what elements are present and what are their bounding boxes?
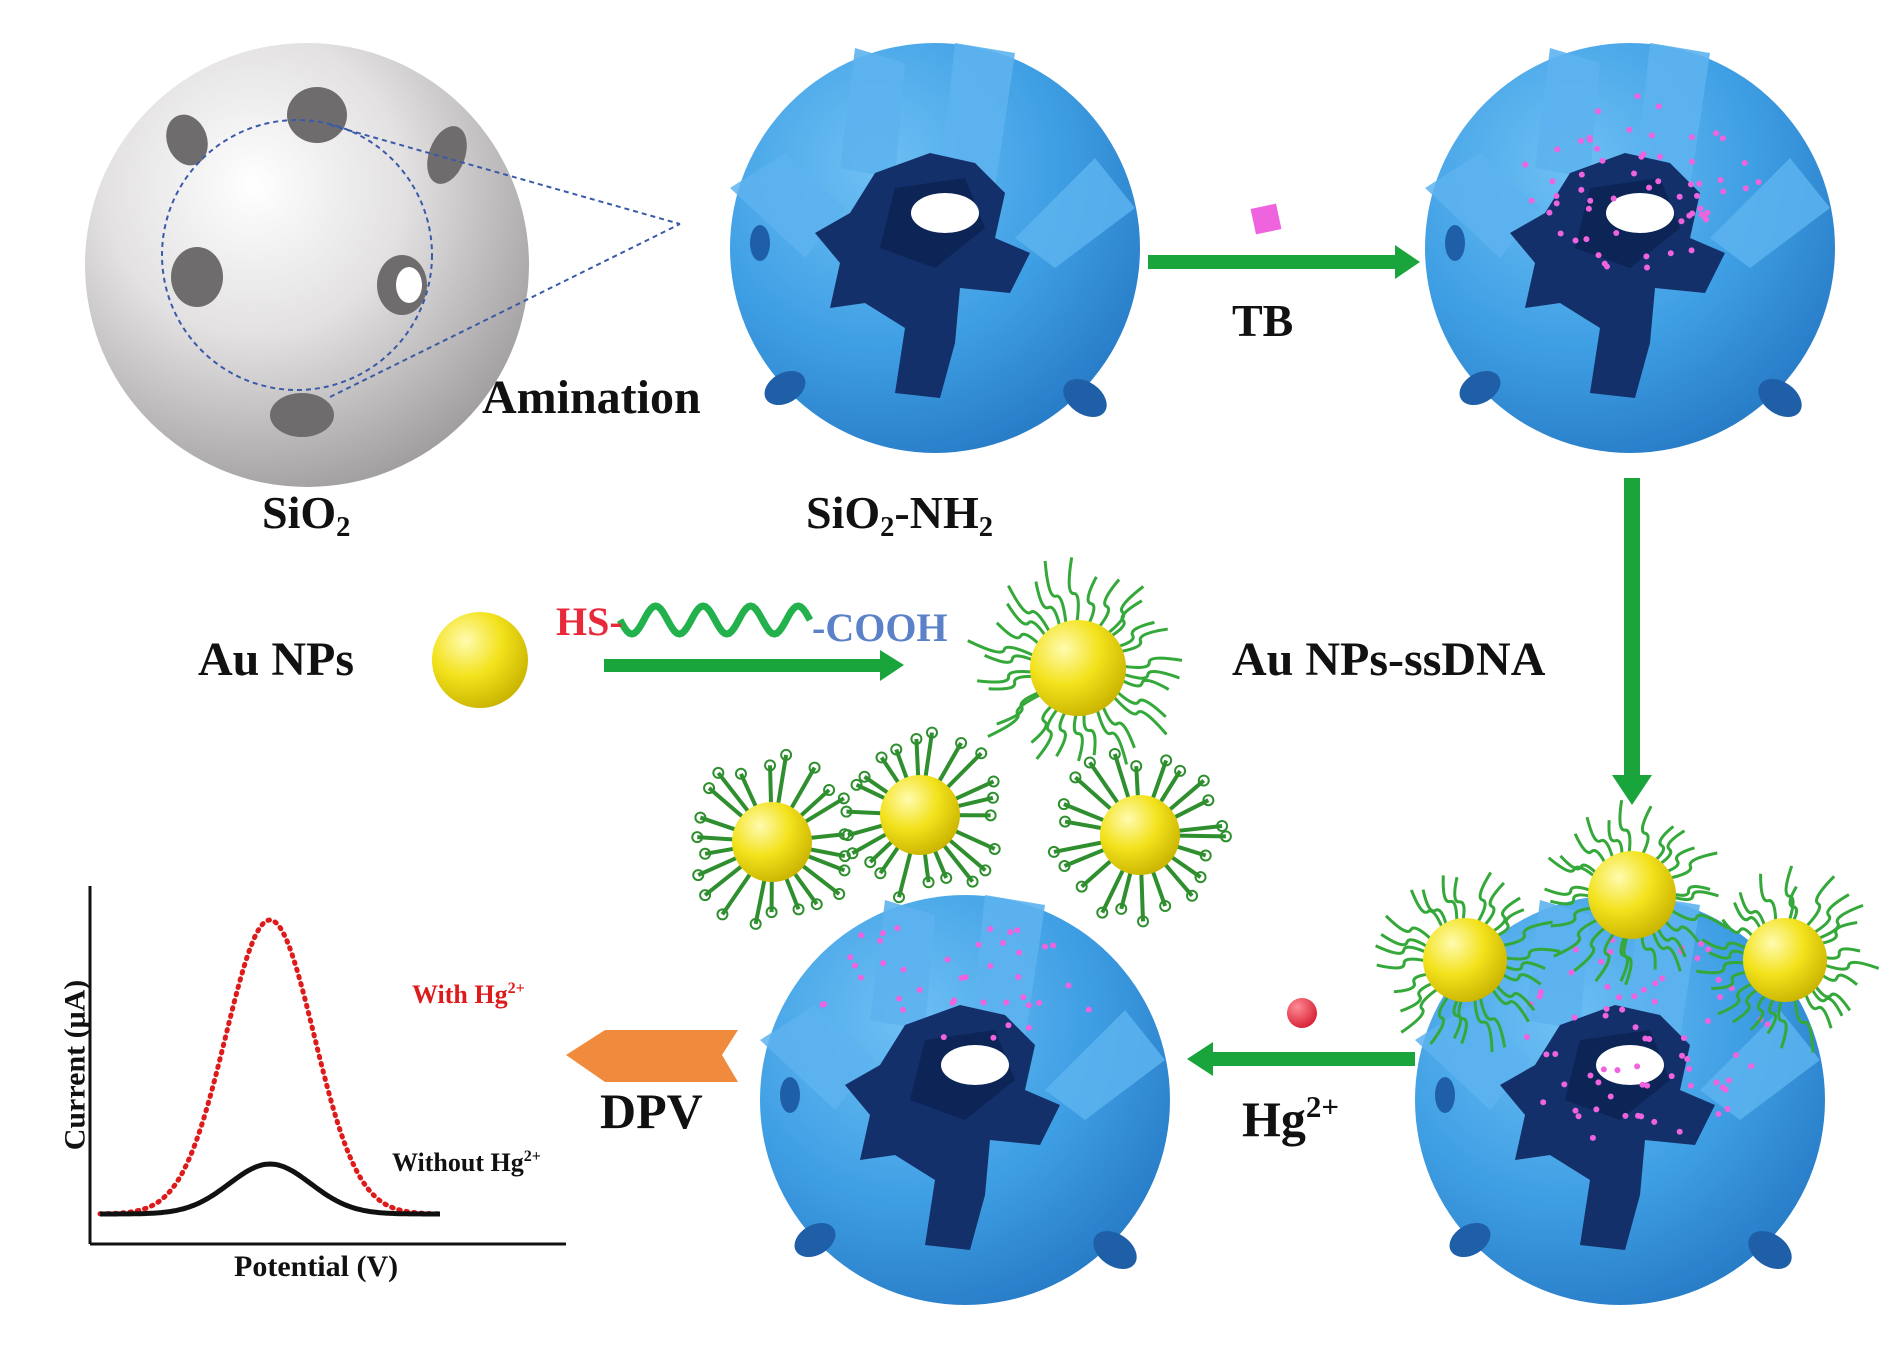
released-au-hairpin-1 <box>691 748 851 930</box>
hg-label: Hg2+ <box>1242 1088 1340 1147</box>
tb-label: TB <box>1232 295 1294 346</box>
y-axis-label: Current (μA) <box>58 979 92 1151</box>
au-nps-label: Au NPs <box>198 633 355 686</box>
zoom-line-top <box>329 124 681 225</box>
dpv-arrow <box>566 1030 738 1082</box>
dpv-chart <box>88 886 566 1246</box>
aminated-silica-sphere <box>730 43 1140 453</box>
hs-label: HS- <box>556 599 623 644</box>
curve-with-hg <box>97 917 443 1217</box>
au-ssdna-conjugate <box>967 557 1183 765</box>
gold-nanoparticle <box>432 612 528 708</box>
tb-molecule-icon <box>1250 203 1282 235</box>
amination-label: Amination <box>482 371 701 424</box>
functionalization-arrow <box>604 650 904 681</box>
silica-sphere <box>85 43 529 487</box>
hg-arrow <box>1187 1042 1415 1076</box>
tb-loaded-sphere <box>1425 43 1835 453</box>
ssdna-strand <box>616 602 814 638</box>
x-axis-label: Potential (V) <box>234 1250 399 1283</box>
cooh-label: -COOH <box>812 605 948 650</box>
zoom-line-bottom <box>329 223 681 398</box>
released-sphere <box>760 895 1170 1305</box>
sio2-nh2-label: SiO2-NH2 <box>806 487 994 543</box>
tb-arrow <box>1148 245 1420 279</box>
down-arrow <box>1612 478 1652 805</box>
legend-with-hg: With Hg2+ <box>412 980 525 1009</box>
legend-without-hg: Without Hg2+ <box>392 1148 541 1177</box>
sio2-label: SiO2 <box>262 487 351 543</box>
dpv-label: DPV <box>600 1083 703 1139</box>
capped-sphere <box>1375 799 1879 1305</box>
au-nps-ssdna-label: Au NPs-ssDNA <box>1232 633 1546 686</box>
released-au-hairpin-2 <box>840 726 1001 904</box>
released-au-hairpin-3 <box>1047 748 1232 928</box>
mercury-ion-icon <box>1287 998 1317 1028</box>
curve-without-hg <box>100 1161 440 1217</box>
